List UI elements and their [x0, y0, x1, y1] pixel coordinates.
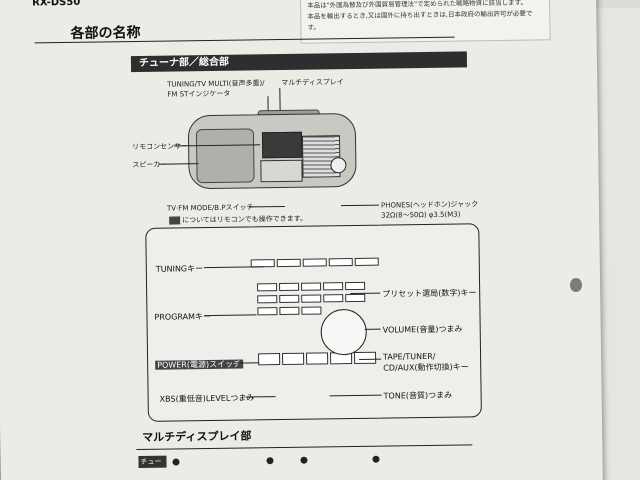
adjacent-page-edge [596, 8, 640, 480]
callout-remote-sensor: リモコンセンサー [132, 142, 189, 152]
callout-fm-st: FM STインジケータ [167, 89, 231, 99]
callout-remote-note: についてはリモコンでも操作できます。 [169, 214, 307, 226]
marker-1 [172, 458, 180, 466]
leader-line [340, 204, 379, 207]
section-header-tuner: チューナ部／総合部 [130, 51, 468, 73]
leader-line [248, 205, 285, 208]
marker-4 [372, 455, 380, 463]
multi-display-window [261, 131, 303, 159]
callout-tuning-tv-multi: TUNING/TV MULTI(音声多重)/ [167, 79, 265, 89]
model-number: RX-DS50 [32, 0, 81, 9]
volume-knob-icon [330, 157, 347, 174]
callout-speaker: スピーカー [132, 160, 168, 170]
marker-2 [266, 457, 274, 465]
callout-tape-tuner: TAPE/TUNER/ [383, 351, 436, 362]
cassette-door [260, 159, 303, 183]
section-header-multi-display: マルチディスプレイ部 [142, 429, 252, 444]
callout-tuning-key: TUNINGキー [155, 264, 204, 274]
callout-program-key: PROGRAMキー [154, 312, 212, 322]
callout-cd-aux: CD/AUX(動作切換)キー [383, 362, 469, 373]
manual-page: RX-DS50 本品は"外国為替及び外国貿易管理法"で定められた戦略物資に該当し… [0, 0, 603, 480]
callout-multi-display: マルチディスプレイ [281, 78, 344, 87]
callout-volume: VOLUME(音量)つまみ [382, 324, 463, 335]
page-title: 各部の名称 [70, 24, 141, 42]
section2-tab: チュー [138, 455, 167, 469]
notice-line-2: 本品を輸出するとき,又は国外に持ち出すときは,日本政府の輸出許可が必要です。 [307, 9, 533, 32]
callout-power: POWER(電源)スイッチ [155, 359, 244, 370]
callout-phones-spec: 32Ω(8〜50Ω) φ3.5(M3) [381, 210, 461, 220]
callout-tone: TONE(音質)つまみ [383, 390, 453, 401]
callout-phones: PHONES(ヘッドホン)ジャック [380, 200, 479, 210]
callout-tv-fm-mode: TV·FM MODE/B.Pスイッチ [166, 203, 254, 213]
binder-hole [570, 278, 582, 292]
callout-xbs: XBS(重低音)LEVELつまみ [159, 393, 255, 404]
speaker-grille-left [195, 128, 255, 184]
callout-preset-key: プリセット選局(数字)キー [382, 288, 477, 299]
marker-3 [300, 456, 308, 464]
